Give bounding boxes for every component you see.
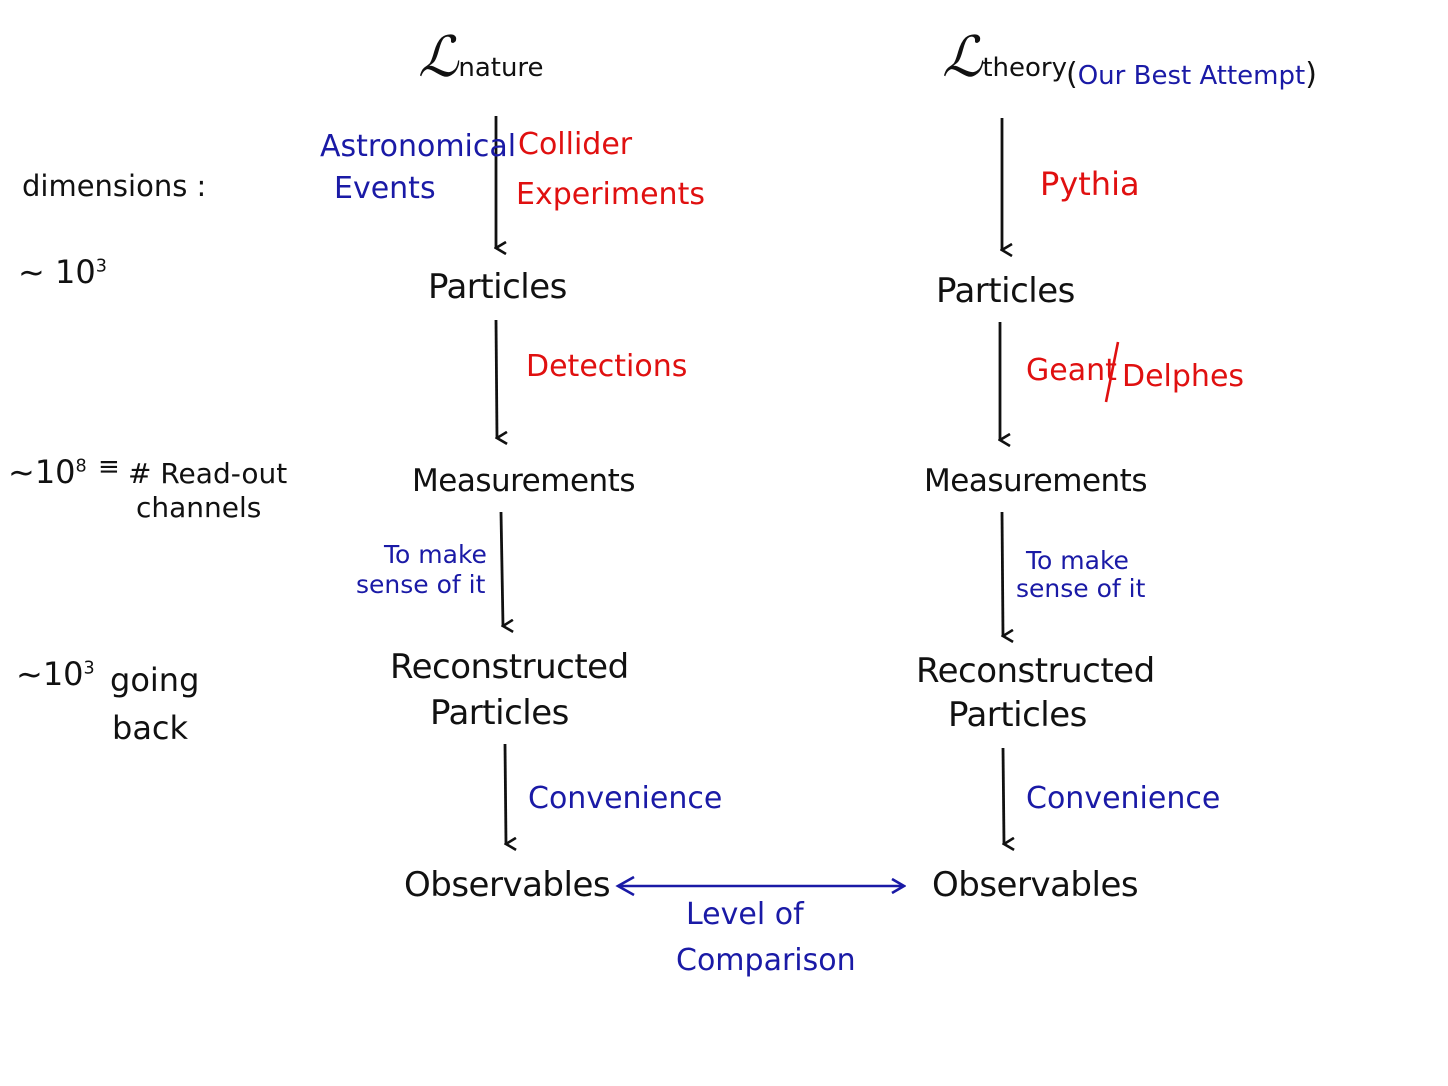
dimension-reco: ~103 [16,658,95,690]
dim2-base: ~10 [8,453,76,491]
make-sense-left-1: To make [384,540,487,569]
observables-left: Observables [404,865,611,905]
convenience-right: Convenience [1026,781,1221,816]
make-sense-right-2: sense of it [1016,574,1146,603]
arrow-particles-to-measurements-left [494,319,497,438]
dimensions-title: dimensions : [22,169,207,203]
best-attempt-text: Our Best Attempt [1077,61,1306,91]
arrow-measurements-to-reco-right [1000,511,1003,636]
geant-label: Geant [1026,353,1117,388]
measurements-left: Measurements [412,463,635,499]
delphes-label: Delphes [1122,359,1245,394]
paren-close: ) [1305,57,1317,92]
comparison-arrowhead-left [615,875,635,897]
particles-left: Particles [428,267,567,307]
make-sense-left-2: sense of it [356,570,486,599]
paren-open: ( [1066,57,1078,92]
reco-right-line1: Reconstructed [916,651,1155,691]
lagrangian-symbol: ℒ [942,25,983,90]
dim2-exponent: 8 [75,456,87,477]
arrow-reco-to-observables-left [503,743,506,844]
arrow-measurements-to-reco-left [499,511,503,626]
lagrangian-nature: ℒnature [418,30,544,86]
astronomical-label: Astronomical [320,129,517,164]
events-label: Events [334,171,436,206]
dim3-base: ~10 [16,655,84,693]
arrow-reco-to-observables-right [1001,747,1004,844]
experiments-label: Experiments [516,177,705,212]
level-of-label: Level of [686,897,804,932]
dimension-measurements: ~108 [8,456,87,488]
reco-left-line2: Particles [430,693,569,733]
dim3-exponent: 3 [83,658,95,679]
going-label: going [110,661,200,699]
lagrangian-symbol: ℒ [418,25,459,90]
best-attempt-note: (Our Best Attempt) [1066,60,1317,90]
make-sense-right-1: To make [1026,546,1129,575]
dim2-equiv: ≡ [98,452,120,482]
particles-right: Particles [936,271,1075,311]
readout-label-2: channels [136,491,262,524]
pythia-label: Pythia [1040,165,1140,203]
comparison-label: Comparison [676,943,856,978]
convenience-left: Convenience [528,781,723,816]
geant-delphes-slash [1104,341,1120,403]
dim1-base: ~ 10 [18,253,96,291]
lagrangian-theory: ℒtheory [942,30,1067,86]
back-label: back [112,709,189,747]
observables-right: Observables [932,865,1139,905]
collider-label: Collider [518,127,633,162]
detections-label: Detections [526,349,688,384]
dim1-exponent: 3 [95,256,107,277]
dimension-particles: ~ 103 [18,256,107,288]
readout-label-1: # Read-out [128,457,288,490]
lagrangian-subscript: nature [458,53,544,83]
measurements-right: Measurements [924,463,1147,499]
reco-left-line1: Reconstructed [390,647,629,687]
reco-right-line2: Particles [948,695,1087,735]
lagrangian-subscript: theory [982,53,1067,83]
